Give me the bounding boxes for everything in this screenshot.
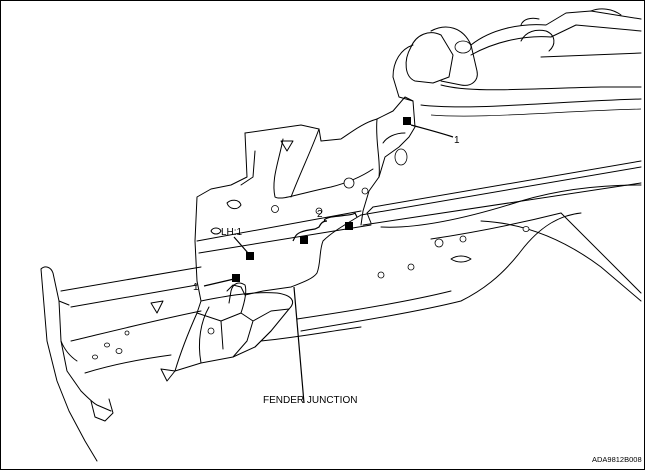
label-weld-point-1-lower: 1 <box>193 282 199 293</box>
junction-plate <box>196 206 374 296</box>
label-weld-point-1: 1 <box>454 135 460 146</box>
fender-apron-panel <box>194 96 416 302</box>
lower-left-member <box>40 266 202 462</box>
figure-code: ADA9812B008 <box>592 455 642 464</box>
label-weld-group-2: 2 <box>317 209 323 220</box>
weld-point-lower-left <box>232 274 240 282</box>
weld-point-2a <box>300 236 308 244</box>
weld-point-upper-right <box>403 117 411 125</box>
weld-point-2b <box>345 222 353 230</box>
label-fender-junction: FENDER JUNCTION <box>263 395 357 406</box>
side-member <box>260 160 642 342</box>
leader-lines <box>203 124 454 404</box>
weld-point-lh1 <box>246 252 254 260</box>
lower-bracket <box>160 282 293 382</box>
upper-right-rail <box>392 8 642 117</box>
weld-markers <box>232 117 411 282</box>
label-lh1: LH:1 <box>221 227 243 238</box>
